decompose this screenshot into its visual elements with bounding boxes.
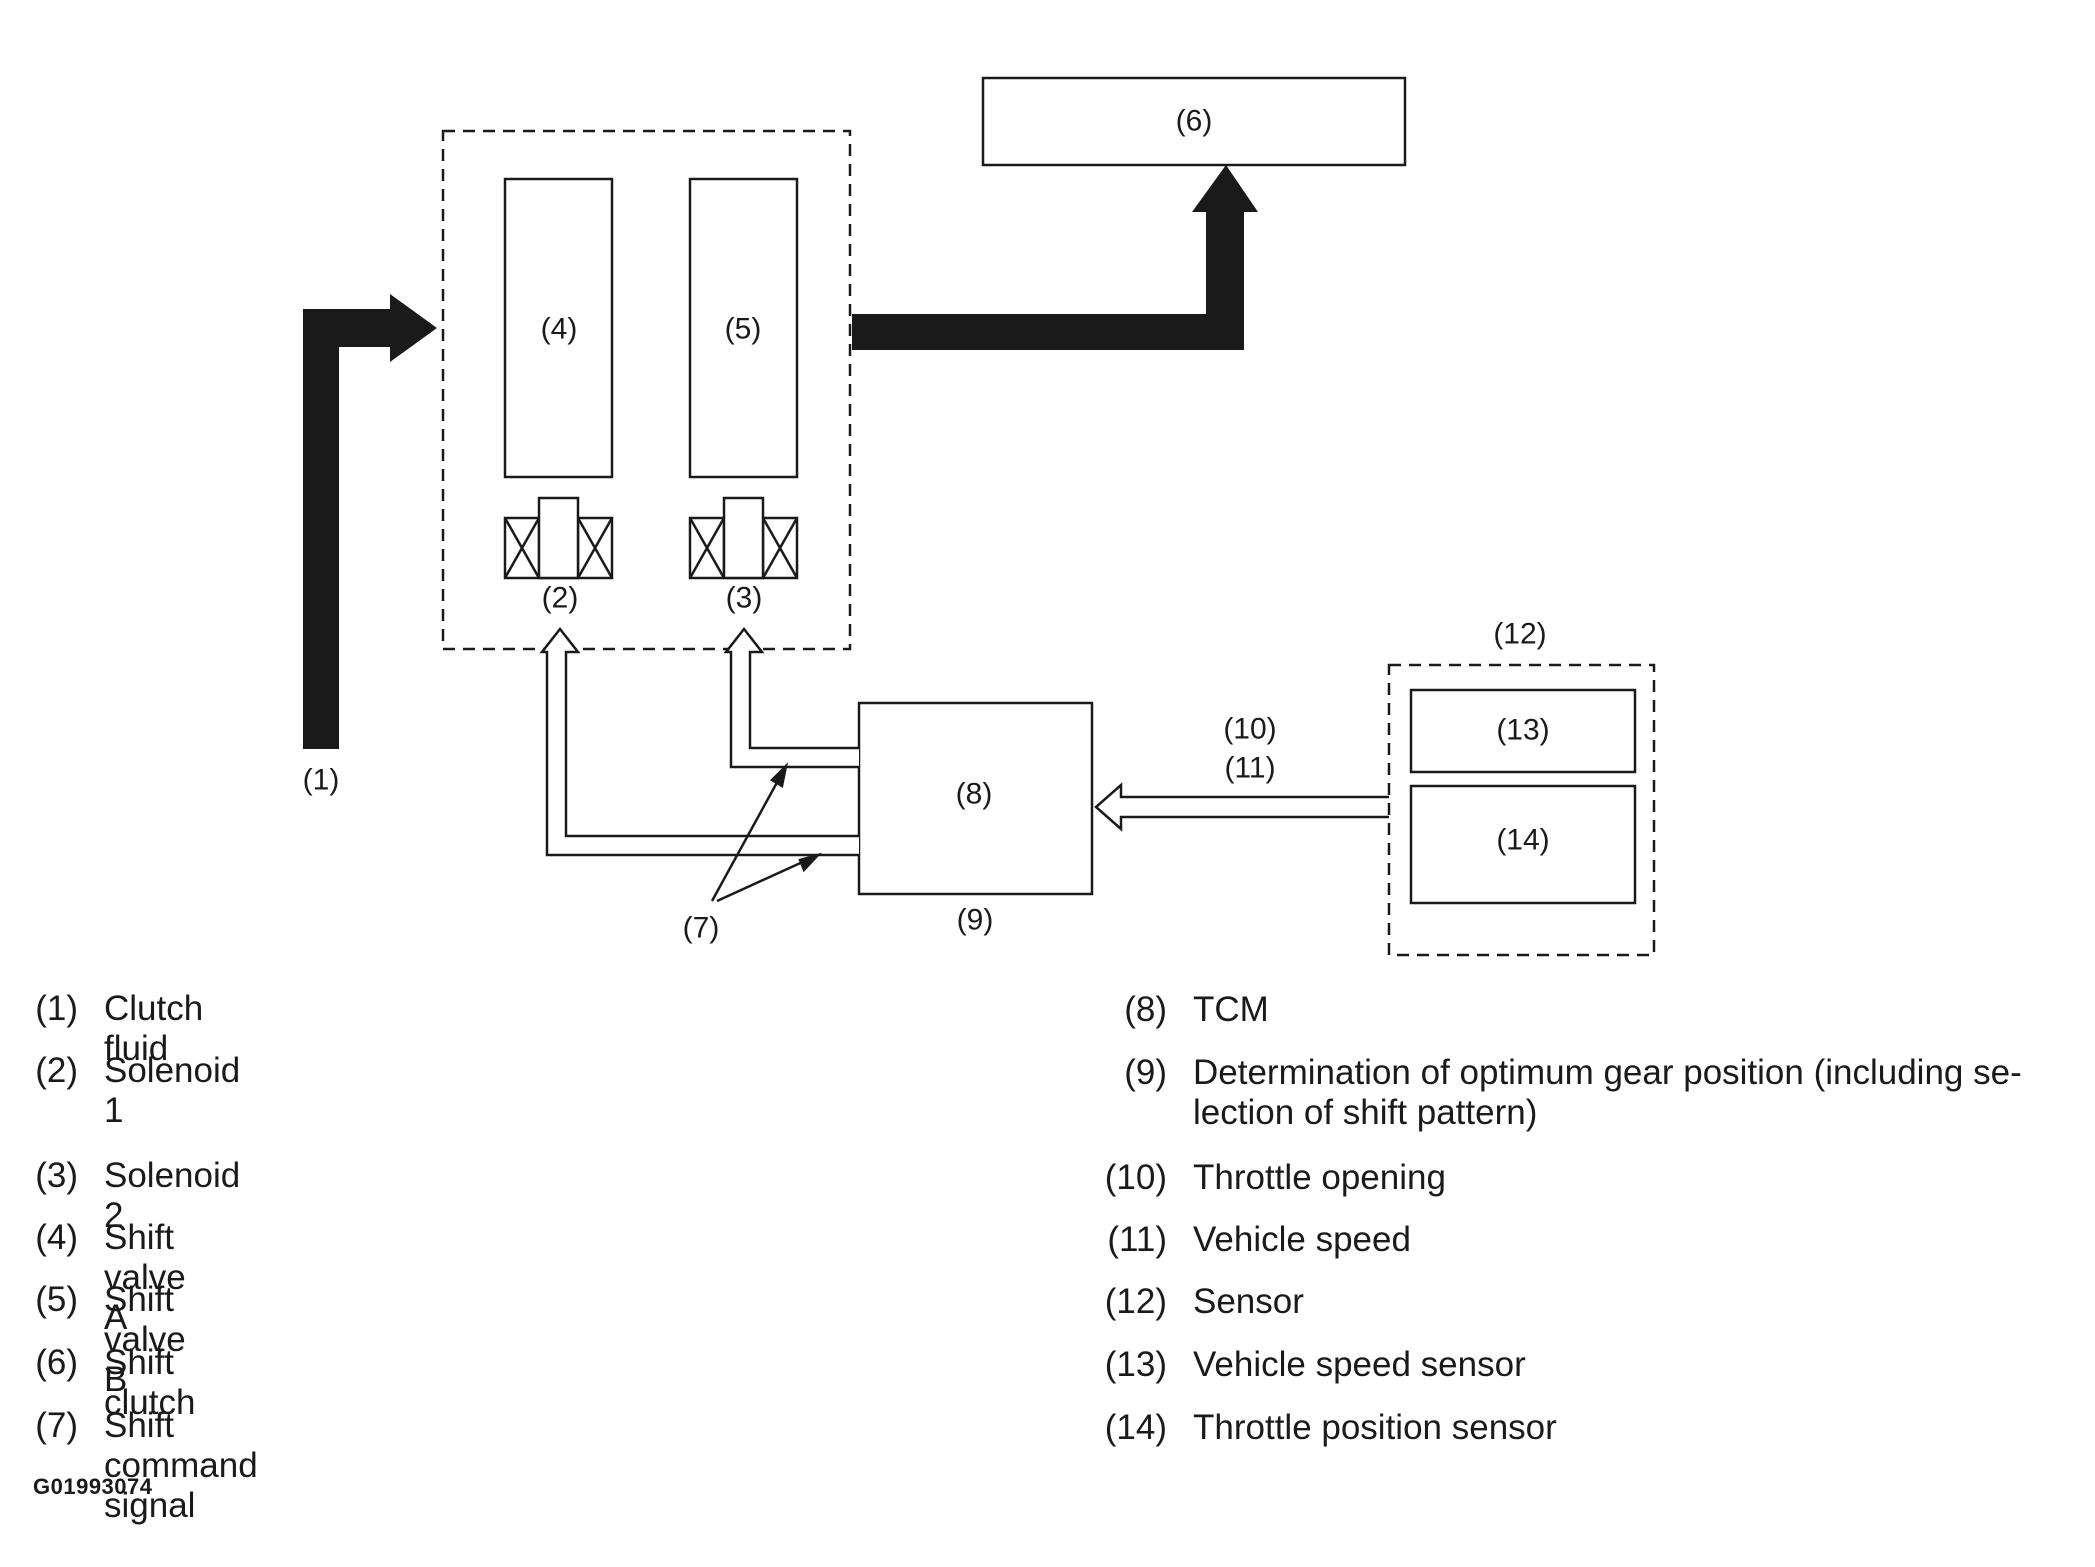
shift-valve-b-box	[688, 177, 799, 479]
legend-number: (3)	[35, 1156, 78, 1195]
throttle-position-sensor-label: (14)	[1496, 824, 1549, 857]
vehicle-speed-label: (11)	[1224, 752, 1275, 785]
legend-text: Vehicle speed sensor	[1193, 1345, 1526, 1384]
shift-command-pointers	[710, 762, 822, 903]
legend-number: (4)	[35, 1218, 78, 1257]
tcm-label: (8)	[956, 778, 993, 811]
legend-text: Shift clutch	[104, 1343, 196, 1422]
legend-number: (13)	[1104, 1345, 1167, 1384]
legend-item: (6) Shift clutch	[22, 1343, 195, 1423]
solenoid-1-symbol	[503, 496, 614, 580]
solenoid-1-label: (2)	[542, 582, 579, 615]
throttle-position-sensor-box	[1409, 784, 1637, 905]
vehicle-speed-sensor-label: (13)	[1496, 714, 1549, 747]
shift-command-label: (7)	[683, 912, 720, 945]
legend-number: (11)	[1107, 1220, 1167, 1259]
legend-text: Solenoid 2	[104, 1156, 241, 1235]
solenoid-2-label: (3)	[726, 582, 763, 615]
legend-number: (1)	[35, 989, 78, 1028]
legend-item: (5) Shift valve B	[22, 1280, 186, 1400]
shift-control-diagram: (4) (5) (2) (3) (1) (6) (8) (9)	[303, 76, 1656, 957]
legend-item: (1) Clutch fluid	[22, 989, 203, 1069]
legend-text: Shift command signal	[104, 1406, 258, 1525]
legend-item: (7) Shift command signal	[22, 1406, 258, 1526]
valve-output-arrow	[852, 165, 1258, 350]
sensor-label: (12)	[1493, 618, 1546, 651]
tcm-box	[857, 701, 1094, 896]
legend-number: (10)	[1104, 1158, 1167, 1197]
legend-number: (2)	[35, 1051, 78, 1090]
legend-number: (12)	[1104, 1282, 1167, 1321]
legend-item: (8) TCM	[1077, 990, 2093, 1030]
legend-text: Vehicle speed	[1193, 1220, 1411, 1259]
throttle-opening-label: (10)	[1223, 713, 1276, 746]
legend-item: (12) Sensor	[1077, 1282, 2093, 1322]
legend-text: Throttle position sensor	[1193, 1408, 1557, 1447]
sensor-input-arrow	[1094, 782, 1389, 832]
clutch-fluid-label: (1)	[303, 764, 340, 797]
shift-clutch-label: (6)	[1176, 105, 1213, 138]
signal-arrow-solenoid-2	[723, 626, 859, 769]
legend-text: Clutch fluid	[104, 989, 204, 1068]
legend-number: (5)	[35, 1280, 78, 1319]
legend-number: (8)	[1124, 990, 1167, 1029]
legend-text: Shift valve B	[104, 1280, 186, 1399]
signal-arrow-solenoid-1	[539, 626, 859, 857]
legend-item: (9) Determination of optimum gear positi…	[1077, 1053, 2093, 1133]
legend-number: (7)	[35, 1406, 78, 1445]
solenoid-2-symbol	[688, 496, 799, 580]
determination-label: (9)	[957, 904, 994, 937]
legend-number: (9)	[1124, 1053, 1167, 1092]
legend-item: (13) Vehicle speed sensor	[1077, 1345, 2093, 1385]
legend-item: (10) Throttle opening	[1077, 1158, 2093, 1198]
legend-number: (14)	[1104, 1408, 1167, 1447]
valve-body-enclosure	[441, 129, 852, 651]
legend-text: TCM	[1193, 990, 1269, 1029]
shift-valve-b-label: (5)	[725, 313, 762, 346]
clutch-fluid-arrow	[303, 294, 437, 749]
vehicle-speed-sensor-box	[1409, 688, 1637, 774]
legend-text: Solenoid 1	[104, 1051, 241, 1130]
legend-item: (3) Solenoid 2	[22, 1156, 240, 1236]
legend-text: Throttle opening	[1193, 1158, 1446, 1197]
legend-item: (4) Shift valve A	[22, 1218, 186, 1338]
figure-code: G01993074	[33, 1474, 153, 1499]
legend-text: Determination of optimum gear position (…	[1193, 1053, 2022, 1132]
shift-valve-a-label: (4)	[541, 313, 578, 346]
legend-number: (6)	[35, 1343, 78, 1382]
legend-item: (2) Solenoid 1	[22, 1051, 240, 1131]
legend-text: Shift valve A	[104, 1218, 186, 1337]
legend-text: Sensor	[1193, 1282, 1304, 1321]
legend-item: (14) Throttle position sensor	[1077, 1408, 2093, 1448]
sensor-enclosure	[1387, 663, 1656, 957]
legend-item: (11) Vehicle speed	[1077, 1220, 2093, 1260]
shift-valve-a-box	[503, 177, 614, 479]
shift-clutch-box	[981, 76, 1407, 167]
